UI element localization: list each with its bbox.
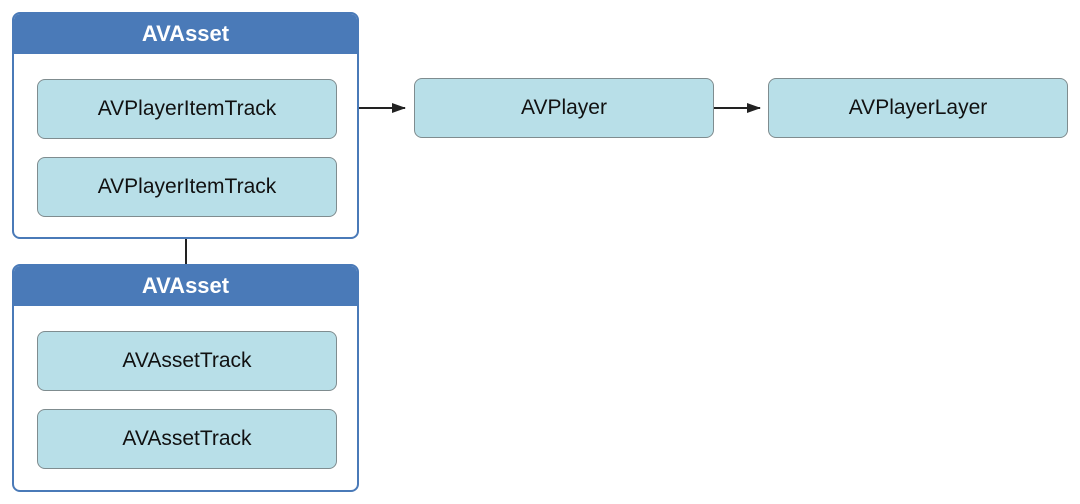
player-item-track-node: AVPlayerItemTrack bbox=[37, 79, 337, 139]
asset-group-player-item: AVAsset AVPlayerItemTrack AVPlayerItemTr… bbox=[12, 12, 359, 239]
asset-track-node: AVAssetTrack bbox=[37, 331, 337, 391]
asset-group-title: AVAsset bbox=[14, 14, 357, 54]
asset-group-asset-tracks: AVAsset AVAssetTrack AVAssetTrack bbox=[12, 264, 359, 492]
player-layer-node: AVPlayerLayer bbox=[768, 78, 1068, 138]
asset-track-node: AVAssetTrack bbox=[37, 409, 337, 469]
player-item-track-node: AVPlayerItemTrack bbox=[37, 157, 337, 217]
asset-group-title: AVAsset bbox=[14, 266, 357, 306]
player-node: AVPlayer bbox=[414, 78, 714, 138]
